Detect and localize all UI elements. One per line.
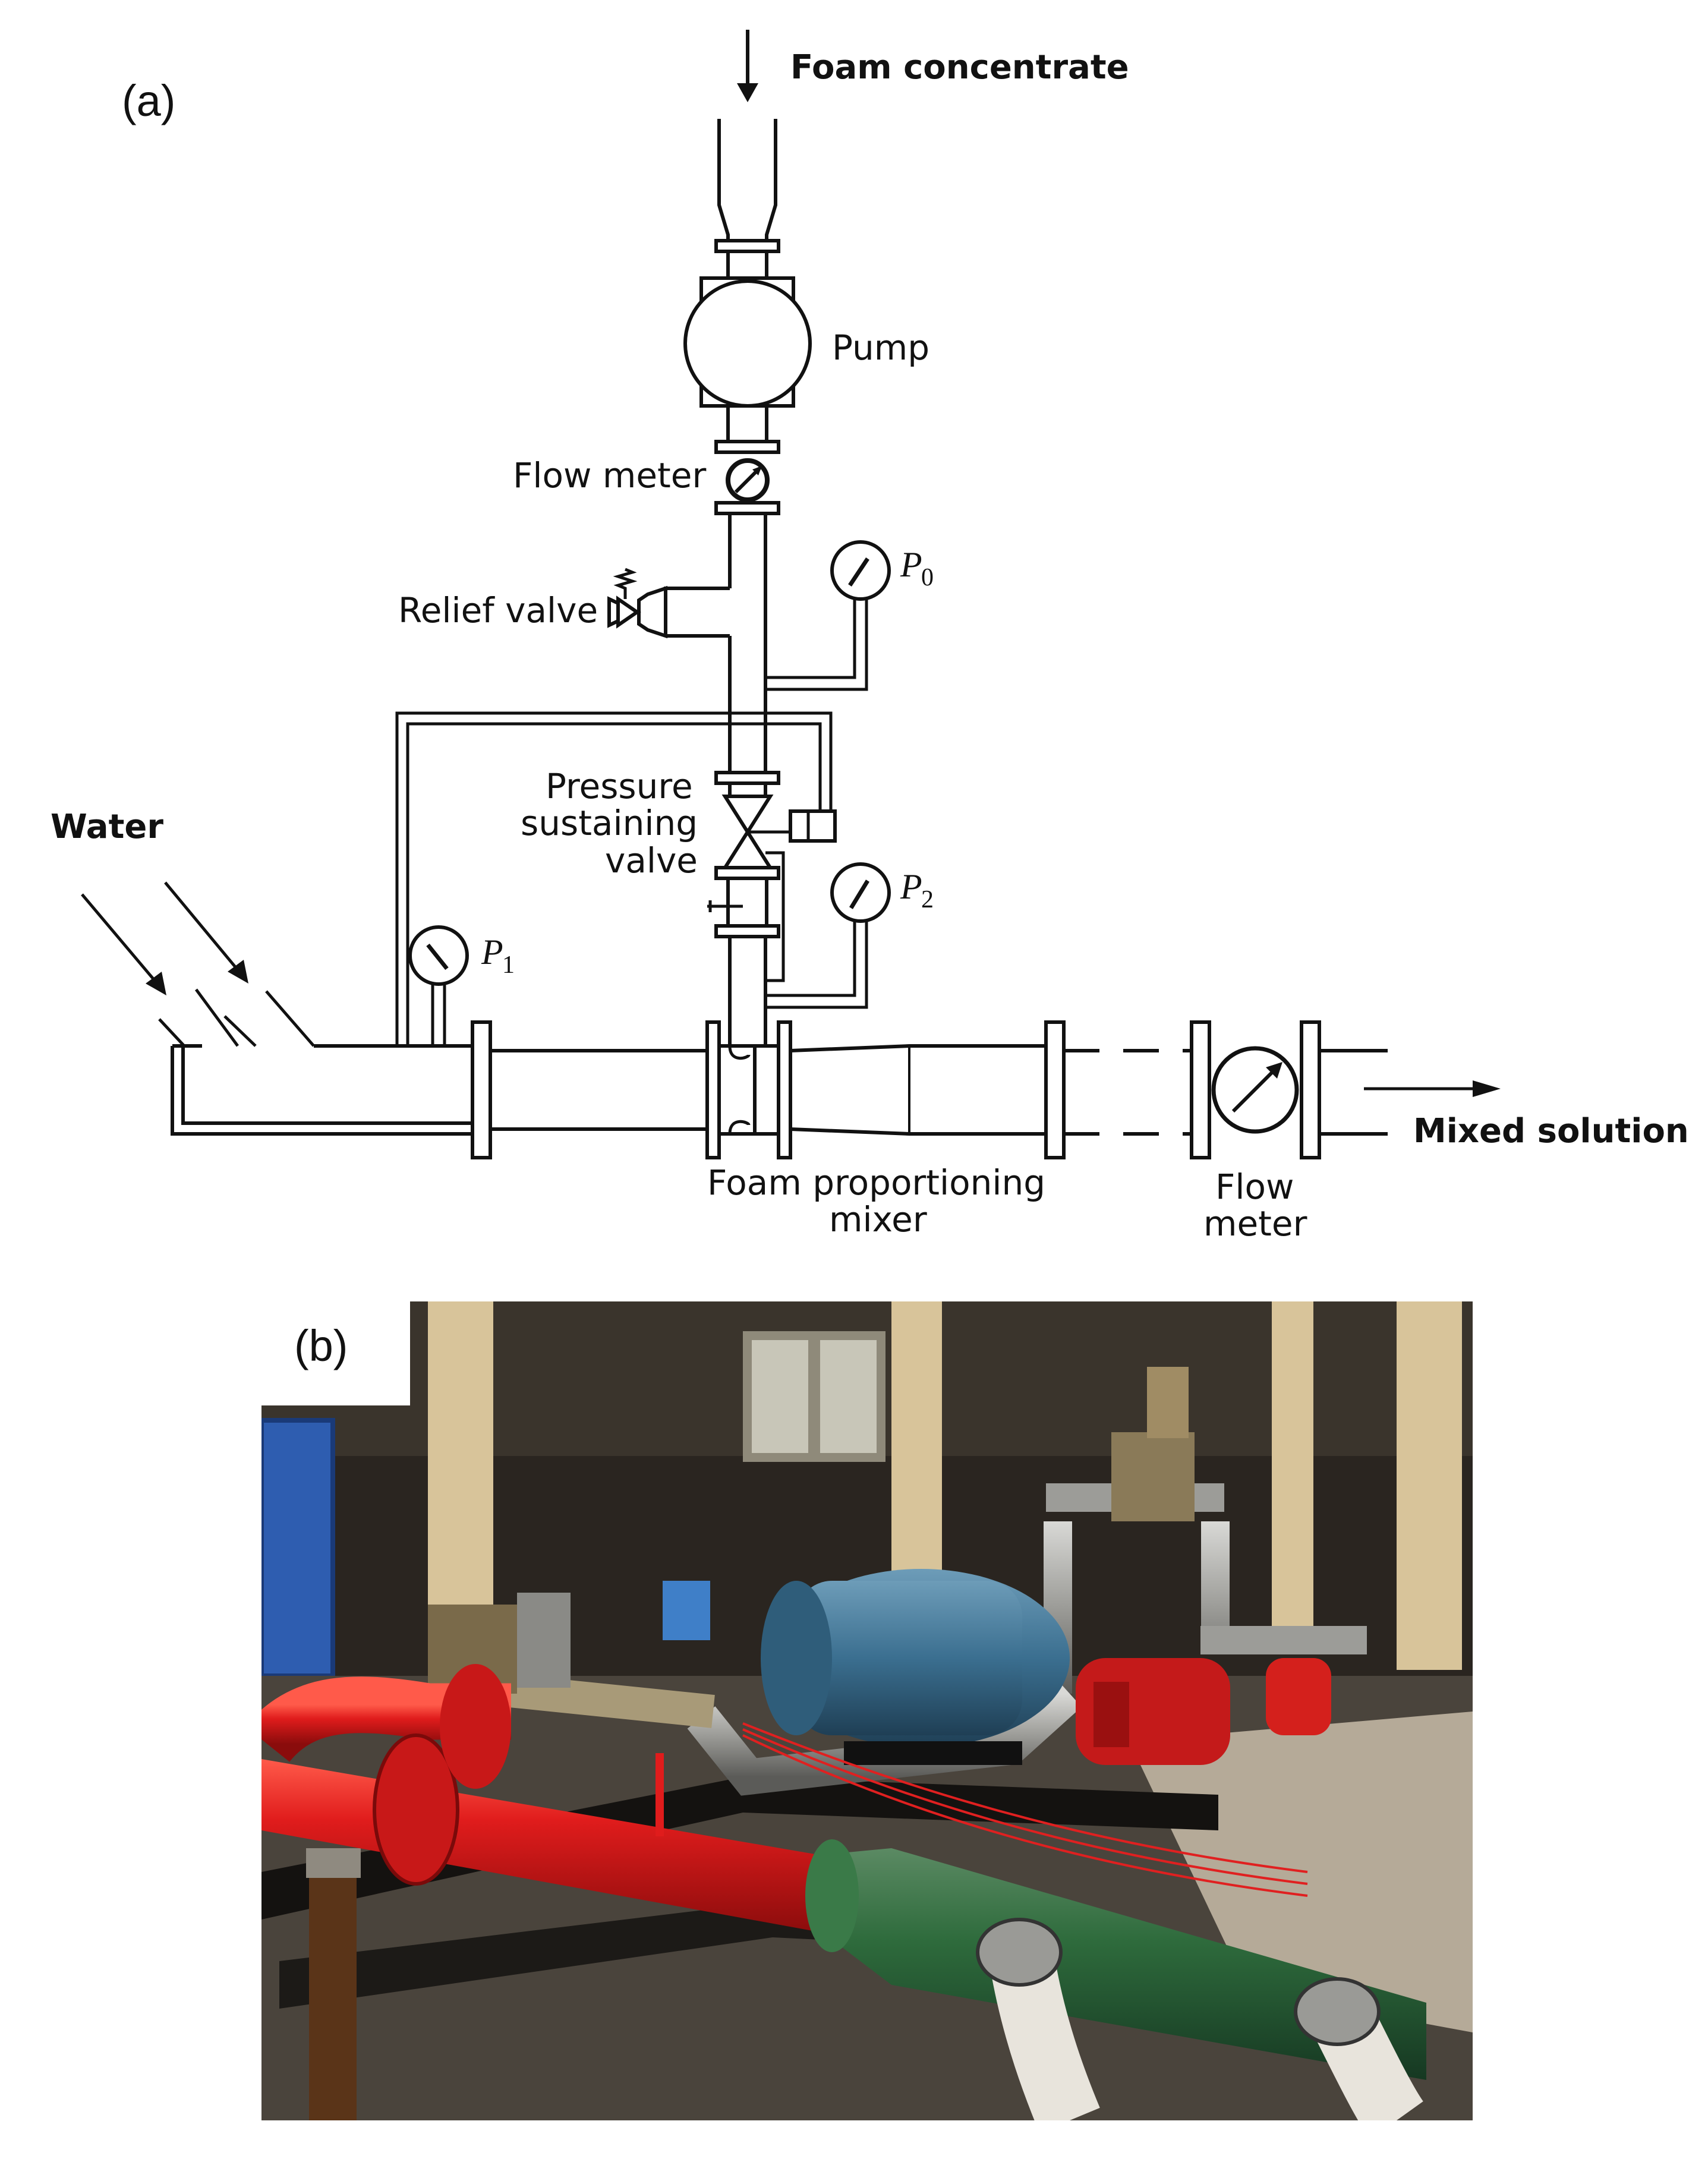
bronze-valve-top: [1111, 1432, 1195, 1521]
psv-actuator: [789, 809, 837, 843]
gauge-p2-subscript: 2: [921, 886, 934, 913]
red-flange-right: [1266, 1658, 1331, 1735]
main-pipe-flange-1: [471, 1020, 492, 1159]
pressure-transmitter: [663, 1581, 710, 1640]
water-arrow-1: [81, 893, 157, 983]
blue-drum: [261, 1420, 333, 1676]
gauge-p1-subscript: 1: [502, 951, 515, 979]
gauge-p2-label: P: [900, 867, 922, 906]
mixer-flange-right: [777, 1020, 792, 1159]
white-hose-1: [989, 1955, 1100, 2120]
rusty-post: [309, 1860, 357, 2120]
panel-a-label: (a): [122, 76, 175, 125]
mixer-inlet-flange: [714, 924, 780, 938]
pump-icon: [683, 279, 812, 408]
relief-reducer: [637, 585, 667, 639]
psv-valve-bottom: [721, 828, 774, 869]
gauge-box: [517, 1593, 571, 1688]
mixed-solution-label: Mixed solution: [1413, 1112, 1689, 1151]
red-flange: [373, 1733, 459, 1886]
pump-outlet-neck: [726, 404, 768, 443]
psv-upper-flange: [714, 771, 780, 785]
gauge-p0-label: P: [900, 545, 922, 584]
pump-label: Pump: [832, 327, 929, 368]
outlet-pipe: [1319, 1049, 1388, 1136]
relief-branch: [664, 587, 730, 638]
psv-check-body: [726, 877, 768, 928]
flow-meter-bottom-flange-left: [1190, 1020, 1211, 1159]
psv-label-line2: sustaining: [521, 803, 698, 843]
relief-valve-label: Relief valve: [398, 590, 598, 631]
gauge-p1-label: P: [481, 932, 503, 972]
foam-inlet-arrowhead: [737, 83, 758, 102]
main-pipe-flange-2: [1044, 1020, 1066, 1159]
foam-concentrate-label: Foam concentrate: [790, 48, 1129, 87]
vertical-pipe: [728, 513, 767, 773]
main-pipe-mid: [490, 1049, 707, 1131]
psv-label-line1: Pressure: [546, 766, 693, 806]
gauge-p2-line: [765, 921, 868, 1009]
dashed-connection: [1064, 1049, 1192, 1136]
psv-valve-top: [721, 795, 774, 836]
foam-inlet-funnel: [717, 119, 777, 241]
psv-check-handle: [707, 900, 743, 912]
water-inlet-opening: [158, 988, 315, 1047]
gauge-p0-line: [765, 599, 868, 691]
flow-meter-top-label: Flow meter: [513, 455, 706, 496]
flow-meter-lower-flange: [714, 501, 780, 515]
flow-meter-bottom-label-line1: Flow: [1215, 1167, 1294, 1207]
mixer-label-line1: Foam proportioning: [707, 1162, 1045, 1203]
panel-a-schematic: (a) Foam concentrate Pump Flow meter Rel…: [51, 30, 1689, 1244]
panel-b-label: (b): [294, 1321, 348, 1370]
mixer-label-line2: mixer: [829, 1199, 927, 1240]
flow-meter-bottom-label-line2: meter: [1203, 1203, 1307, 1244]
column-right: [1272, 1301, 1313, 1652]
panel-b-label-box: [261, 1301, 410, 1405]
green-mixer-body: [829, 1848, 1426, 2080]
water-label: Water: [51, 808, 163, 846]
mixer-throat: [753, 1044, 780, 1136]
psv-label-line3: valve: [605, 840, 698, 881]
water-arrow-2: [164, 881, 239, 971]
panel-b-photo: [261, 1301, 1473, 2120]
mixer-diffuser: [790, 1044, 1046, 1136]
column-far-right: [1397, 1301, 1462, 1670]
red-elbow-pipe: [261, 1676, 511, 1763]
pump-inlet-neck: [726, 250, 768, 280]
main-pipe-left: [171, 1044, 472, 1136]
relief-valve-spring-icon: [613, 568, 638, 599]
gauge-p1-line: [431, 984, 446, 1046]
support-frame: [261, 1777, 1218, 1920]
control-loop-line: [395, 711, 833, 1046]
red-wires: [742, 1722, 1308, 1897]
pump-outlet-flange: [714, 440, 780, 454]
flow-meter-bottom-flange-right: [1300, 1020, 1321, 1159]
gauge-p0-subscript: 0: [921, 564, 934, 591]
brass-pipe: [480, 1671, 715, 1728]
